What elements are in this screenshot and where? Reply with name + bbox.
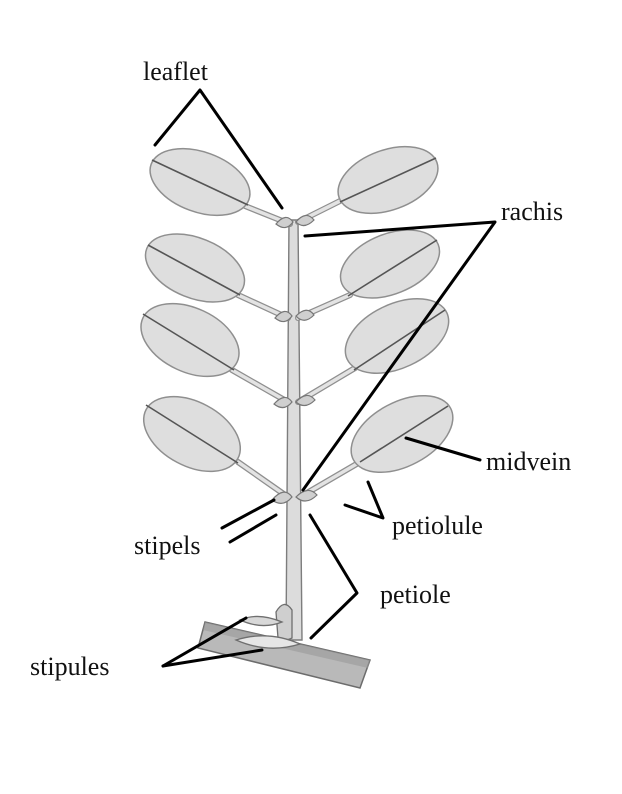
label-petiolule: petiolule: [392, 511, 483, 540]
label-stipules: stipules: [30, 652, 109, 681]
leaflet-upper-right: [329, 134, 447, 226]
label-stipels: stipels: [134, 531, 200, 560]
label-rachis: rachis: [501, 197, 563, 226]
label-midvein: midvein: [486, 447, 571, 476]
label-leaflet: leaflet: [143, 57, 209, 86]
stipules-group: [236, 604, 300, 648]
leaflet-second-left: [136, 221, 255, 316]
label-petiole: petiole: [380, 580, 451, 609]
rachis-axis: [286, 220, 302, 640]
leaflet-third-left: [129, 289, 250, 391]
leaflet-bottom-right: [338, 380, 465, 488]
leaflet-bottom-left: [131, 381, 253, 486]
